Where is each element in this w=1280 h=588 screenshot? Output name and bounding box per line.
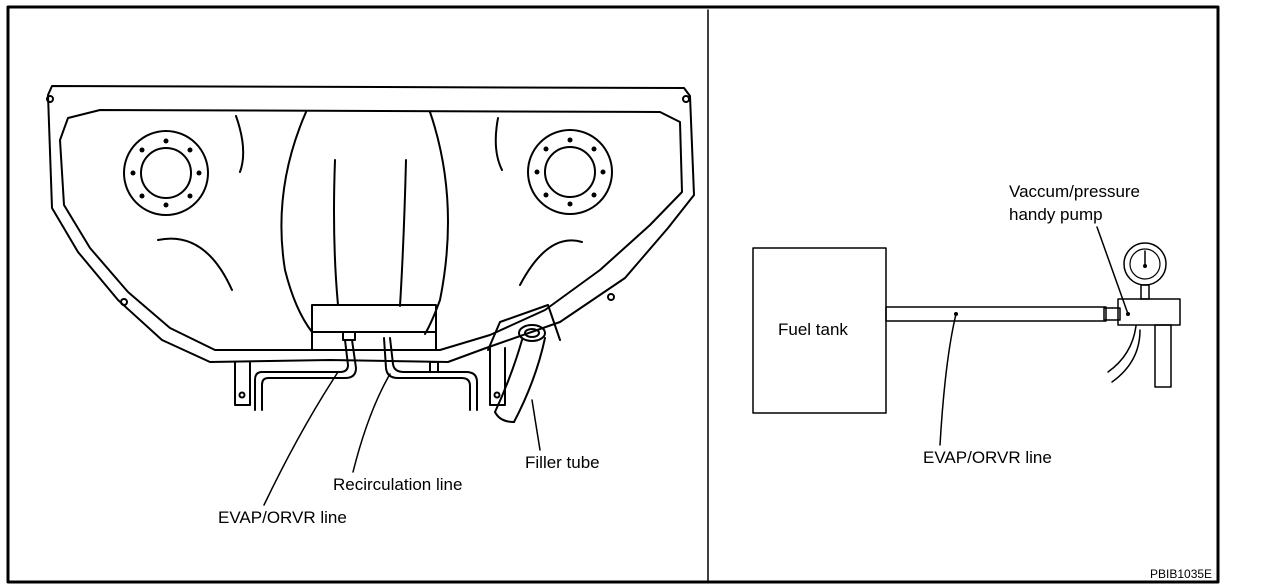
label-evap-orvr-line-left: EVAP/ORVR line: [218, 508, 347, 527]
tank-saddle-contour: [280, 111, 313, 333]
line-coupler: [1103, 307, 1121, 321]
tank-contour: [519, 239, 583, 286]
pressure-gauge: [1123, 242, 1167, 286]
leader-evap-orvr-line-right: [939, 313, 957, 446]
pump-handle: [1154, 324, 1172, 388]
left-bracket: [234, 361, 251, 406]
bracket-bolt: [238, 391, 246, 399]
right-pump-ring-inner: [544, 146, 596, 198]
evap-orvr-connector: [342, 331, 356, 341]
pressure-gauge-dial: [1129, 248, 1161, 280]
tank-saddle-contour: [235, 115, 245, 173]
filler-tube-neck: [524, 328, 540, 338]
figure-code: PBIB1035E: [1150, 567, 1213, 581]
leader-handy-pump: [1096, 226, 1129, 315]
pump-lever: [1107, 325, 1141, 383]
flange-bolt: [682, 95, 690, 103]
fuel-tank-drawing: [46, 85, 695, 423]
leader-dot: [1126, 312, 1130, 316]
left-pump-ring-outer: [123, 130, 209, 216]
recirculation-connector: [429, 361, 439, 373]
tank-outer-flange: [47, 85, 695, 363]
tank-saddle-contour: [424, 111, 449, 335]
leader-filler-tube: [531, 399, 541, 451]
filler-tube-end: [494, 411, 515, 423]
label-evap-orvr-line-right: EVAP/ORVR line: [923, 448, 1052, 467]
label-filler-tube: Filler tube: [525, 453, 600, 472]
filler-tube-neck: [518, 324, 546, 342]
recirculation-line-pipe: [383, 337, 471, 411]
leader-evap-orvr-line-left: [263, 371, 339, 506]
label-fuel-tank: Fuel tank: [778, 320, 848, 339]
evap-orvr-line-pipe: [254, 339, 349, 411]
tank-saddle-contour: [494, 117, 503, 171]
filler-tube-body: [513, 337, 546, 423]
evap-orvr-line-pipe: [261, 339, 357, 411]
tank-step: [311, 304, 437, 351]
right-pump-ring-outer: [527, 129, 613, 215]
fuel-tank-box: [752, 247, 887, 414]
tank-saddle-contour: [399, 159, 407, 307]
leader-dot: [954, 312, 958, 316]
flange-bolt: [46, 95, 54, 103]
label-pump-line1: Vaccum/pressure: [1009, 182, 1141, 201]
gauge-stem: [1140, 284, 1150, 300]
filler-tube-body: [494, 339, 523, 413]
filler-tube-bracket: [487, 304, 561, 351]
label-pump-line2: handy pump: [1009, 205, 1103, 224]
flange-bolt: [120, 298, 128, 306]
label-recirculation-line: Recirculation line: [333, 475, 463, 494]
left-pump-ring-inner: [140, 147, 192, 199]
recirculation-line-pipe: [389, 337, 478, 411]
tank-inner-body: [59, 109, 683, 351]
outer-border: [6, 5, 1220, 584]
pressure-gauge-pivot: [1143, 264, 1147, 268]
tank-saddle-contour: [333, 159, 339, 306]
flange-bolt: [607, 293, 615, 301]
evap-orvr-test-line: [885, 306, 1107, 322]
bracket-bolt: [493, 391, 501, 399]
tank-contour: [157, 237, 233, 291]
leader-recirculation-line: [352, 373, 391, 473]
